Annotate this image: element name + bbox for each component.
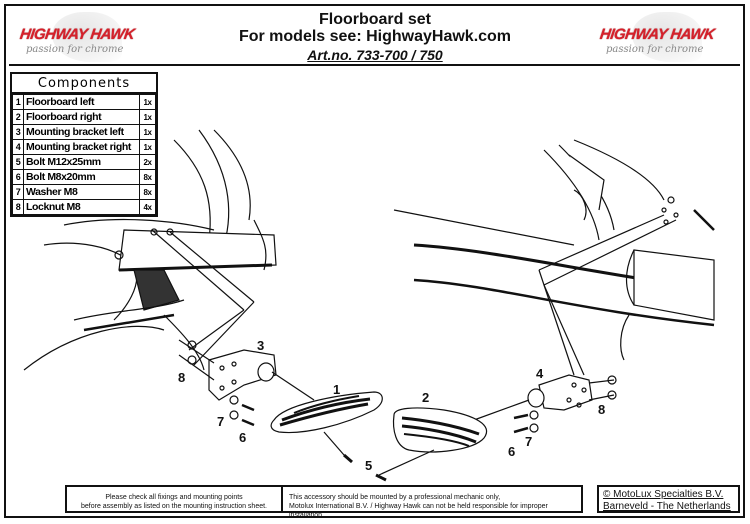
callout-left-bolt-m8: 6 (239, 430, 247, 445)
item-quantity: 2x (139, 154, 156, 170)
item-number: 8 (12, 199, 24, 215)
logo-tagline: passion for chrome (606, 44, 704, 55)
logo-right: HIGHWAY HAWK passion for chrome (592, 12, 737, 62)
exploded-diagram: 3 1 8 7 6 5 2 4 8 7 6 5 (14, 70, 739, 482)
item-description: Bolt M12x25mm (23, 154, 140, 170)
footer-disclaimer-line1: This accessory should be mounted by a pr… (289, 494, 501, 501)
article-number: Art.no. 733-700 / 750 (307, 47, 443, 63)
item-number: 5 (12, 154, 24, 170)
callout-left-washer: 7 (217, 414, 225, 429)
item-number: 3 (12, 124, 24, 140)
left-fasteners (178, 339, 315, 427)
item-description: Locknut M8 (23, 199, 140, 215)
hawk-emblem-icon (52, 12, 122, 62)
right-motorcycle-frame (393, 139, 715, 361)
callout-right-floorboard: 2 (422, 390, 430, 405)
footer-copyright-line2: Barneveld - The Netherlands (603, 501, 731, 512)
item-description: Mounting bracket left (23, 124, 140, 140)
callout-left-locknut: 8 (178, 370, 186, 385)
callout-left-bolt-m12: 5 (365, 458, 373, 473)
page-title: Floorboard set (318, 11, 431, 28)
callout-right-washer: 7 (525, 434, 533, 449)
item-quantity: 1x (139, 139, 156, 155)
item-quantity: 1x (139, 109, 156, 125)
diagram-drawing (23, 129, 715, 482)
item-quantity: 4x (139, 199, 156, 215)
callout-left-floorboard: 1 (333, 382, 341, 397)
item-description: Bolt M8x20mm (23, 169, 140, 185)
right-fasteners (473, 375, 617, 434)
item-description: Floorboard right (23, 109, 140, 125)
item-number: 4 (12, 139, 24, 155)
footer-check-line1: Please check all fixings and mounting po… (105, 494, 243, 501)
title-block: Floorboard set For models see: HighwayHa… (190, 12, 560, 64)
item-quantity: 1x (139, 124, 156, 140)
item-description: Washer M8 (23, 184, 140, 200)
footer-copyright-line1: © MotoLux Specialties B.V. (603, 489, 724, 500)
callout-right-locknut: 8 (598, 402, 606, 417)
item-description: Mounting bracket right (23, 139, 140, 155)
components-title: Components (12, 74, 156, 94)
item-description: Floorboard left (23, 94, 140, 110)
item-quantity: 1x (139, 94, 156, 110)
footer-check-line2: before assembly as listed on the mountin… (81, 503, 267, 510)
left-floorboard (270, 391, 383, 464)
logo-brand: HIGHWAY HAWK (598, 26, 716, 43)
page-subtitle: For models see: HighwayHawk.com (238, 28, 512, 45)
item-quantity: 8x (139, 184, 156, 200)
right-floorboard (375, 407, 488, 482)
footer-disclaimer-line2: Motolux International B.V. / Highway Haw… (289, 503, 548, 519)
callout-left-bracket: 3 (257, 338, 265, 353)
item-number: 1 (12, 94, 24, 110)
header-divider (9, 64, 740, 66)
logo-tagline: passion for chrome (26, 44, 124, 55)
left-motorcycle-frame (23, 129, 277, 371)
item-quantity: 8x (139, 169, 156, 185)
item-number: 2 (12, 109, 24, 125)
logo-left: HIGHWAY HAWK passion for chrome (12, 12, 157, 62)
left-mounting-bracket (208, 349, 277, 401)
callout-right-bolt-m8: 6 (508, 444, 516, 459)
right-mounting-lines (538, 214, 677, 376)
footer-check-note: Please check all fixings and mounting po… (65, 485, 283, 513)
logo-brand: HIGHWAY HAWK (18, 26, 136, 43)
item-number: 7 (12, 184, 24, 200)
callout-right-bracket: 4 (536, 366, 544, 381)
hawk-emblem-icon (632, 12, 702, 62)
right-mounting-bracket (527, 374, 593, 411)
left-mounting-lines (151, 229, 255, 366)
footer-copyright: © MotoLux Specialties B.V. Barneveld - T… (597, 485, 740, 513)
item-number: 6 (12, 169, 24, 185)
page-frame (4, 4, 745, 518)
footer-disclaimer: This accessory should be mounted by a pr… (281, 485, 583, 519)
